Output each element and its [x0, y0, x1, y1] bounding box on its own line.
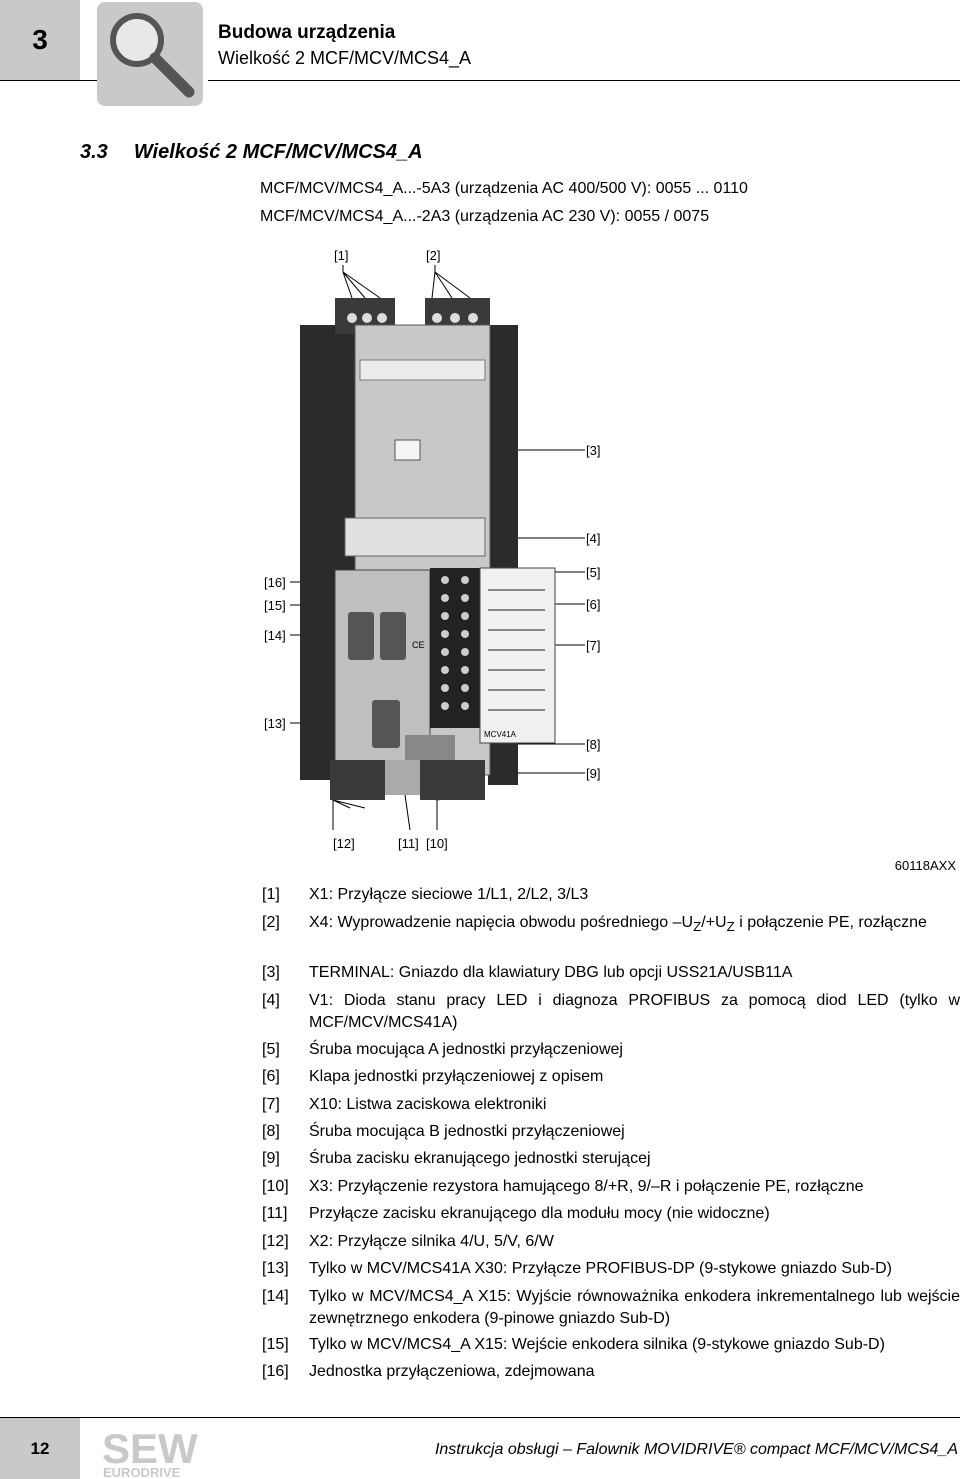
callout-4: [4]: [586, 531, 601, 546]
document-title: Instrukcja obsługi – Falownik MOVIDRIVE®…: [434, 1441, 958, 1458]
legend-num: [2]: [262, 914, 280, 931]
legend-text: X2: Przyłącze silnika 4/U, 5/V, 6/W: [309, 1233, 554, 1250]
legend-num: [13]: [262, 1260, 289, 1277]
legend-item: [7] X10: Listwa zaciskowa elektroniki: [262, 1094, 960, 1116]
callout-8: [8]: [586, 737, 601, 752]
legend-item: [9] Śruba zacisku ekranującego jednostki …: [262, 1148, 960, 1170]
legend-text: Śruba zacisku ekranującego jednostki ste…: [309, 1150, 651, 1167]
ce-mark: CE: [412, 640, 425, 650]
callout-5: [5]: [586, 565, 601, 580]
callout-13: [13]: [264, 716, 286, 731]
legend-item: [6] Klapa jednostki przyłączeniowej z opi…: [262, 1066, 960, 1088]
callout-1: [1]: [334, 248, 349, 263]
callout-12: [12]: [333, 836, 355, 851]
legend-item: [11] Przyłącze zacisku ekranującego dla m…: [262, 1203, 960, 1225]
variant-line: MCF/MCV/MCS4_A...-5A3 (urządzenia AC 400…: [260, 180, 748, 197]
legend-item: [12] X2: Przyłącze silnika 4/U, 5/V, 6/W: [262, 1231, 960, 1253]
magnifier-icon: [97, 2, 203, 106]
svg-text:SEW: SEW: [102, 1425, 198, 1472]
legend-num: [3]: [262, 964, 280, 981]
legend-text: Klapa jednostki przyłączeniowej z opisem: [309, 1068, 604, 1085]
legend-item: [2] X4: Wyprowadzenie napięcia obwodu poś…: [262, 912, 960, 938]
legend-text: X3: Przyłączenie rezystora hamującego 8/…: [309, 1178, 864, 1195]
sew-eurodrive-logo: SEW EURODRIVE: [102, 1425, 198, 1479]
legend-num: [5]: [262, 1041, 280, 1058]
section-heading: 3.3 Wielkość 2 MCF/MCV/MCS4_A: [80, 141, 449, 164]
header-rule-left: [0, 80, 97, 81]
legend-item: [10] X3: Przyłączenie rezystora hamująceg…: [262, 1176, 960, 1198]
legend-text: Tylko w MCV/MCS4_A X15: Wyjście równoważ…: [309, 1288, 960, 1327]
legend-num: [1]: [262, 886, 280, 903]
legend-item: [16] Jednostka przyłączeniowa, zdejmowana: [262, 1361, 960, 1383]
callout-2: [2]: [426, 248, 441, 263]
callout-7: [7]: [586, 638, 601, 653]
legend-text: Śruba mocująca B jednostki przyłączeniow…: [309, 1123, 625, 1140]
callout-15: [15]: [264, 598, 286, 613]
legend-num: [16]: [262, 1363, 289, 1380]
callout-9: [9]: [586, 766, 601, 781]
legend-item: [1] X1: Przyłącze sieciowe 1/L1, 2/L2, 3/…: [262, 884, 960, 906]
legend-num: [8]: [262, 1123, 280, 1140]
section-title: Wielkość 2 MCF/MCV/MCS4_A: [133, 141, 423, 163]
legend-text: Śruba mocująca A jednostki przyłączeniow…: [309, 1041, 623, 1058]
legend-num: [12]: [262, 1233, 289, 1250]
legend-text: TERMINAL: Gniazdo dla klawiatury DBG lub…: [309, 964, 793, 981]
legend-num: [10]: [262, 1178, 289, 1195]
legend-num: [6]: [262, 1068, 280, 1085]
legend-num: [15]: [262, 1336, 289, 1353]
legend-num: [4]: [262, 992, 280, 1009]
legend-item: [13] Tylko w MCV/MCS41A X30: Przyłącze PR…: [262, 1258, 960, 1280]
callout-6: [6]: [586, 597, 601, 612]
callout-16: [16]: [264, 575, 286, 590]
page-title: Budowa urządzenia: [218, 22, 396, 43]
variant-line: MCF/MCV/MCS4_A...-2A3 (urządzenia AC 230…: [260, 208, 710, 225]
legend-item: [8] Śruba mocująca B jednostki przyłączen…: [262, 1121, 960, 1143]
page-subtitle: Wielkość 2 MCF/MCV/MCS4_A: [218, 48, 472, 68]
legend-item: [15] Tylko w MCV/MCS4_A X15: Wejście enko…: [262, 1334, 960, 1356]
callout-3: [3]: [586, 443, 601, 458]
legend-item: [3] TERMINAL: Gniazdo dla klawiatury DBG …: [262, 962, 960, 984]
legend-num: [7]: [262, 1096, 280, 1113]
callout-14: [14]: [264, 628, 286, 643]
legend-text: X4: Wyprowadzenie napięcia obwodu pośred…: [309, 914, 927, 935]
legend-num: [11]: [262, 1205, 288, 1222]
header-rule: [208, 80, 960, 81]
legend-text: Tylko w MCV/MCS4_A X15: Wejście enkodera…: [309, 1336, 885, 1353]
legend-num: [14]: [262, 1288, 289, 1305]
legend-num: [9]: [262, 1150, 280, 1167]
legend-text: Tylko w MCV/MCS41A X30: Przyłącze PROFIB…: [309, 1260, 892, 1277]
legend-text: X10: Listwa zaciskowa elektroniki: [309, 1096, 547, 1113]
section-number: 3.3: [80, 141, 108, 163]
device-figure: CE MCV41A: [290, 265, 585, 831]
svg-text:EURODRIVE: EURODRIVE: [103, 1465, 181, 1479]
chapter-number: 3: [0, 0, 80, 80]
legend-item: [5] Śruba mocująca A jednostki przyłączen…: [262, 1039, 960, 1061]
callout-10: [10]: [426, 836, 448, 851]
legend-text: V1: Dioda stanu pracy LED i diagnoza PRO…: [309, 992, 960, 1031]
legend-item: [4] V1: Dioda stanu pracy LED i diagnoza …: [262, 990, 960, 1034]
callout-11: [11]: [398, 836, 419, 851]
legend-item: [14] Tylko w MCV/MCS4_A X15: Wyjście równ…: [262, 1286, 960, 1330]
page-number: 12: [0, 1418, 80, 1479]
legend-text: Jednostka przyłączeniowa, zdejmowana: [309, 1363, 595, 1380]
footer-rule: [0, 1417, 960, 1418]
option-label: MCV41A: [484, 730, 517, 739]
legend-text: Przyłącze zacisku ekranującego dla moduł…: [309, 1205, 770, 1222]
legend-text: X1: Przyłącze sieciowe 1/L1, 2/L2, 3/L3: [309, 886, 589, 903]
figure-code: 60118AXX: [894, 858, 956, 873]
